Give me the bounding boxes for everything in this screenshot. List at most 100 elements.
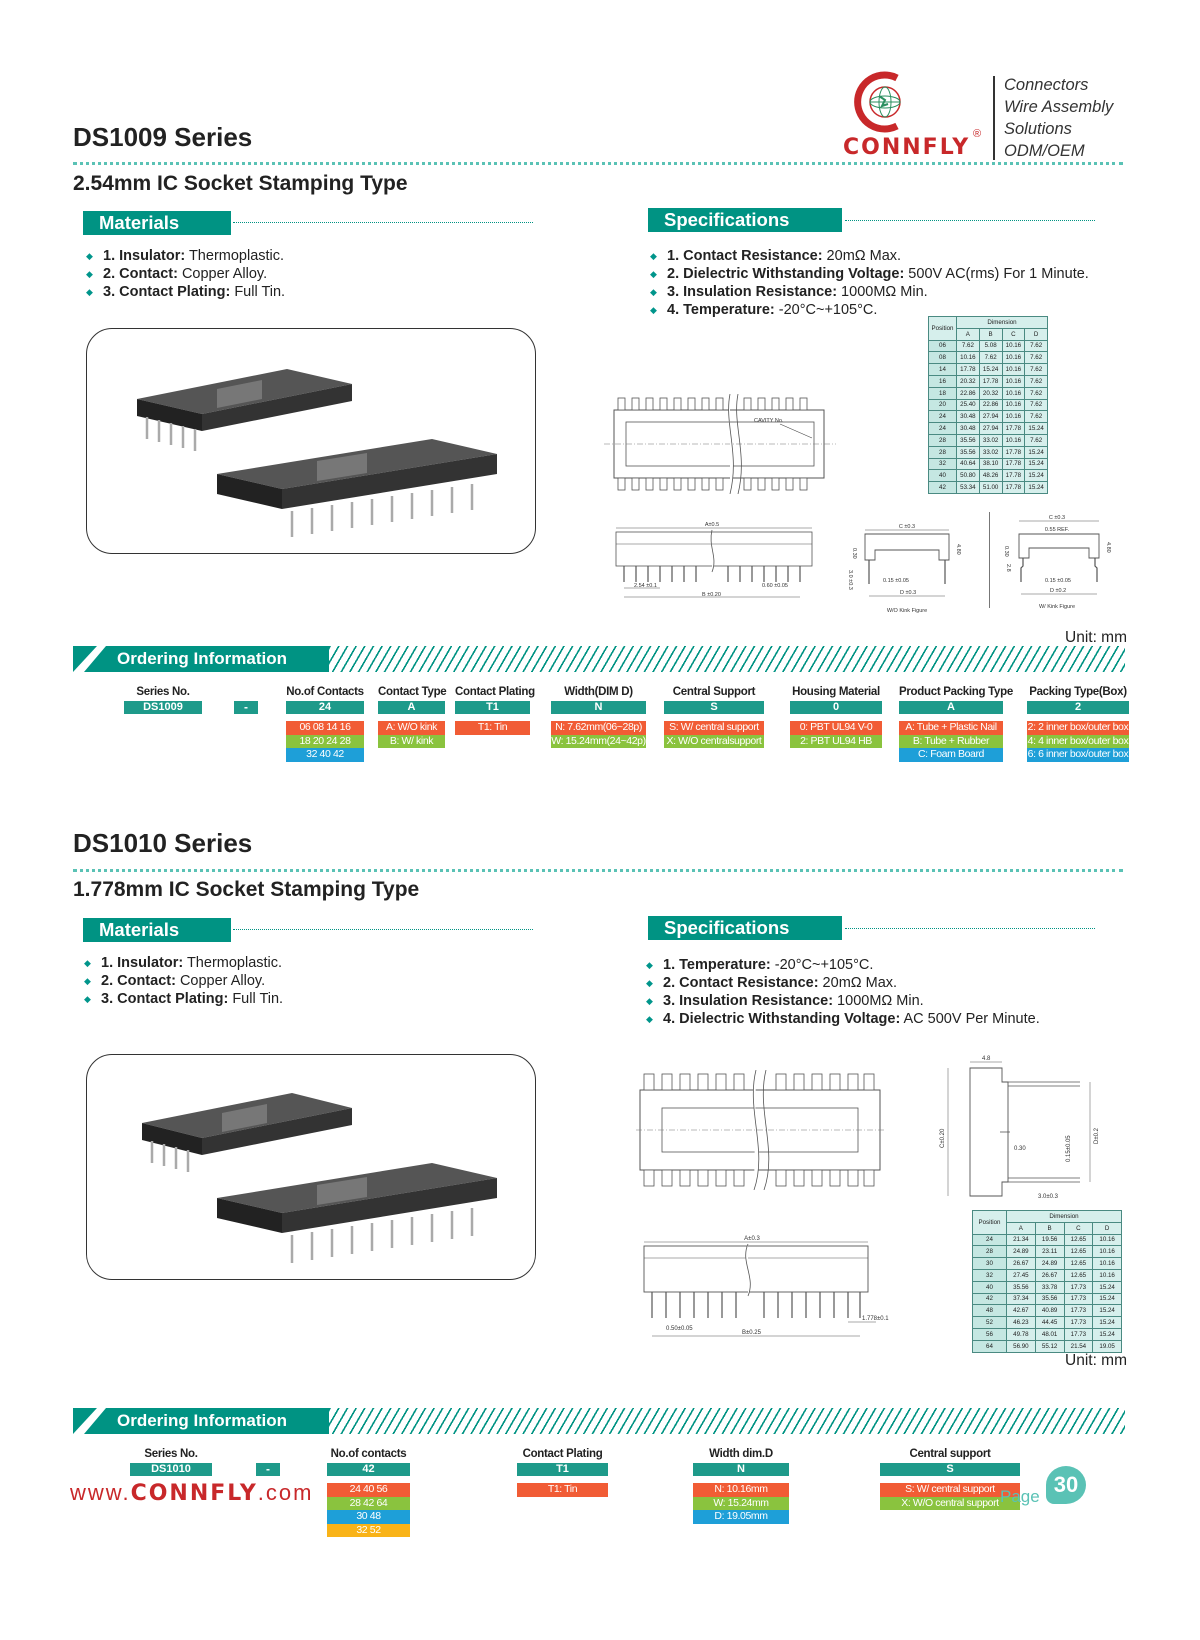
- ds1010-side-view-drawing: A±0.3 0.50±0.05 1.778±0.1 B±0.25: [636, 1232, 906, 1342]
- section-divider: [73, 162, 1123, 165]
- table-cell: 10.16: [1001, 410, 1026, 424]
- table-cell: 16: [928, 374, 957, 388]
- table-cell: 24.89: [1034, 1257, 1065, 1270]
- ds1009-subtitle: 2.54mm IC Socket Stamping Type: [73, 172, 408, 195]
- ds1010-section-drawing: 4.8 C±0.20 0.15±0.05 D±0.2 0.30 3.0±0.3: [930, 1052, 1110, 1202]
- footer-url[interactable]: www.CONNFLY.com: [70, 1480, 314, 1506]
- dim-c-label: C ±0.3: [1049, 515, 1065, 521]
- ordering-bar-shape: [73, 1408, 333, 1434]
- table-col-header: B: [1034, 1221, 1065, 1235]
- table-cell: 24: [972, 1233, 1007, 1247]
- list-item: 2. Contact Resistance: 20mΩ Max.: [646, 974, 1040, 992]
- table-cell: 24: [928, 410, 957, 424]
- ordering-option: D: 19.05mm: [693, 1510, 789, 1524]
- ordering-column-header: Contact Plating: [522, 1448, 603, 1460]
- table-cell: 27.94: [978, 410, 1003, 424]
- table-cell: 17.78: [956, 363, 980, 376]
- dim-c-label: C ±0.3: [899, 524, 915, 530]
- dim-w-label: 0.15±0.05: [1066, 1135, 1072, 1162]
- ordering-dash: -: [256, 1463, 280, 1476]
- brand-divider: [993, 76, 995, 160]
- list-item: 1. Insulator: Thermoplastic.: [84, 954, 283, 972]
- ordering-selected-code: DS1010: [130, 1463, 212, 1476]
- table-cell: 44.45: [1034, 1316, 1065, 1329]
- ordering-option: 24 40 56: [327, 1483, 410, 1497]
- ordering-column-header: Series No.: [144, 1448, 198, 1460]
- table-cell: 35.56: [1034, 1292, 1065, 1306]
- ordering-option: T1: Tin: [517, 1483, 608, 1497]
- table-cell: 18: [928, 386, 957, 400]
- ic-socket-image: [137, 369, 497, 537]
- table-cell: 19.56: [1034, 1233, 1065, 1247]
- table-cell: 33.78: [1034, 1280, 1065, 1294]
- table-cell: 22.86: [956, 386, 980, 400]
- list-item: 1. Temperature: -20°C~+105°C.: [646, 956, 1040, 974]
- list-item: 1. Insulator: Thermoplastic.: [86, 247, 285, 265]
- ordering-column-header: Contact Type: [378, 686, 447, 698]
- table-header-dimension: Dimension: [1006, 1210, 1122, 1223]
- ordering-column-header: Packing Type(Box): [1029, 686, 1127, 698]
- table-cell: 48: [972, 1304, 1007, 1318]
- table-cell: 7.62: [1024, 386, 1048, 400]
- table-cell: 17.78: [1001, 422, 1026, 435]
- table-cell: 48.26: [978, 469, 1003, 483]
- ordering-option: 28 42 64: [327, 1496, 410, 1510]
- ordering-option: W: 15.24mm(24~42p): [551, 734, 646, 748]
- table-cell: 10.16: [1001, 351, 1026, 365]
- ds1010-unit-label: Unit: mm: [1065, 1352, 1127, 1369]
- table-cell: 7.62: [1024, 410, 1048, 424]
- ordering-option: 06 08 14 16: [286, 721, 364, 735]
- ds1010-top-view-drawing: [636, 1069, 886, 1191]
- dim-h-label: 4.80: [1105, 542, 1111, 553]
- dim-pin-label: 0.60 ±0.05: [762, 583, 788, 589]
- ds1010-materials-list: 1. Insulator: Thermoplastic. 2. Contact:…: [84, 954, 283, 1008]
- dim-d-label: D ±0.3: [900, 590, 916, 596]
- table-cell: 51.00: [978, 481, 1003, 494]
- dim-t-label: 0.30: [1014, 1146, 1026, 1152]
- list-item: 3. Insulation Resistance: 1000MΩ Min.: [646, 992, 1040, 1010]
- ds1009-unit-label: Unit: mm: [1065, 629, 1127, 646]
- table-cell: 12.65: [1063, 1257, 1094, 1270]
- table-cell: 17.78: [978, 374, 1003, 388]
- list-item: 2. Dielectric Withstanding Voltage: 500V…: [650, 265, 1089, 283]
- table-cell: 12.65: [1063, 1268, 1094, 1282]
- table-cell: 42: [972, 1292, 1007, 1306]
- brand-tagline: ODM/OEM: [1004, 142, 1085, 160]
- ordering-option: 30 48: [327, 1510, 410, 1524]
- table-cell: 42: [928, 481, 957, 494]
- table-cell: 22.86: [978, 398, 1003, 412]
- table-cell: 17.73: [1063, 1327, 1094, 1341]
- table-cell: 15.24: [1092, 1327, 1122, 1341]
- ds1009-materials-heading: Materials: [83, 211, 231, 235]
- ordering-selected-code: 2: [1027, 701, 1129, 714]
- globe-logo-icon: [854, 71, 901, 133]
- ordering-option: W: 15.24mm: [693, 1496, 789, 1510]
- table-cell: 27.45: [1006, 1268, 1036, 1282]
- table-cell: 12.65: [1063, 1245, 1094, 1259]
- table-cell: 10.16: [1001, 386, 1026, 400]
- ordering-column-header: Series No.: [136, 686, 190, 698]
- table-cell: 15.24: [1092, 1292, 1122, 1306]
- table-cell: 15.24: [1024, 445, 1048, 459]
- table-cell: 50.80: [956, 469, 980, 483]
- table-cell: 64: [972, 1339, 1007, 1353]
- ordering-column-header: Central support: [909, 1448, 991, 1460]
- brand-tagline: Solutions: [1004, 120, 1072, 138]
- table-cell: 7.62: [1024, 433, 1048, 447]
- table-cell: 46.23: [1006, 1316, 1036, 1329]
- ordering-selected-code: DS1009: [124, 701, 202, 714]
- table-cell: 17.78: [1001, 445, 1026, 459]
- dim-s-label: 3.0 ±0.3: [847, 570, 853, 590]
